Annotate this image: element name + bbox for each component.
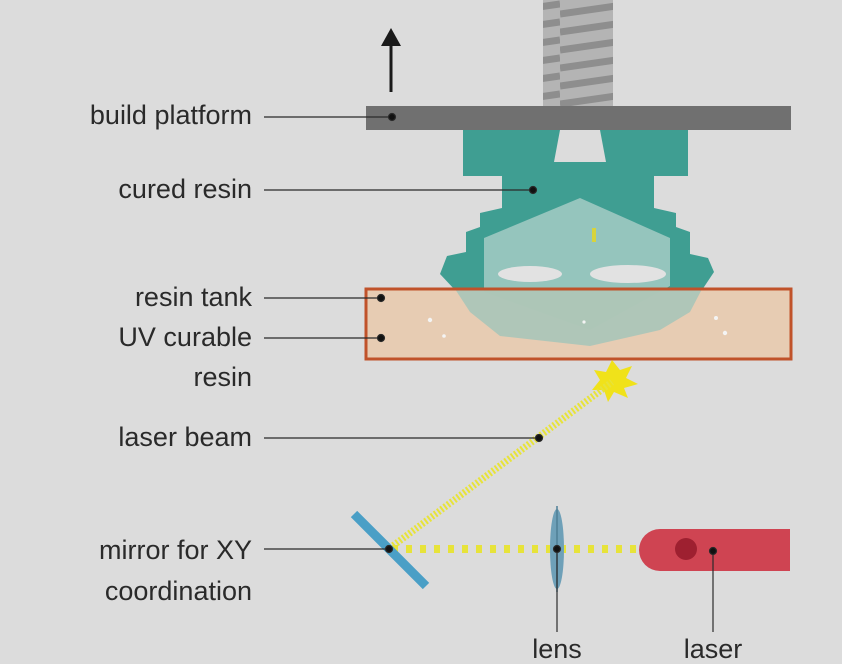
lead-screw (543, 0, 613, 106)
label-mirror-line2: coordination (104, 576, 252, 606)
arrow-up-icon (381, 28, 401, 92)
label-uv-resin-line1: UV curable (118, 322, 252, 352)
resin-tank (364, 287, 793, 361)
label-cured-resin: cured resin (118, 174, 252, 204)
label-uv-resin-line2: resin (193, 362, 252, 392)
laser-beam-diagonal (387, 379, 615, 551)
label-mirror-line1: mirror for XY (98, 535, 252, 565)
label-laser: laser (683, 634, 743, 664)
label-build-platform: build platform (89, 100, 252, 130)
label-laser-beam: laser beam (118, 422, 252, 452)
build-platform-bar (366, 106, 791, 130)
leader-lines (264, 112, 718, 632)
label-resin-tank: resin tank (134, 282, 252, 312)
spark-icon (592, 360, 638, 402)
label-lens: lens (532, 634, 582, 664)
